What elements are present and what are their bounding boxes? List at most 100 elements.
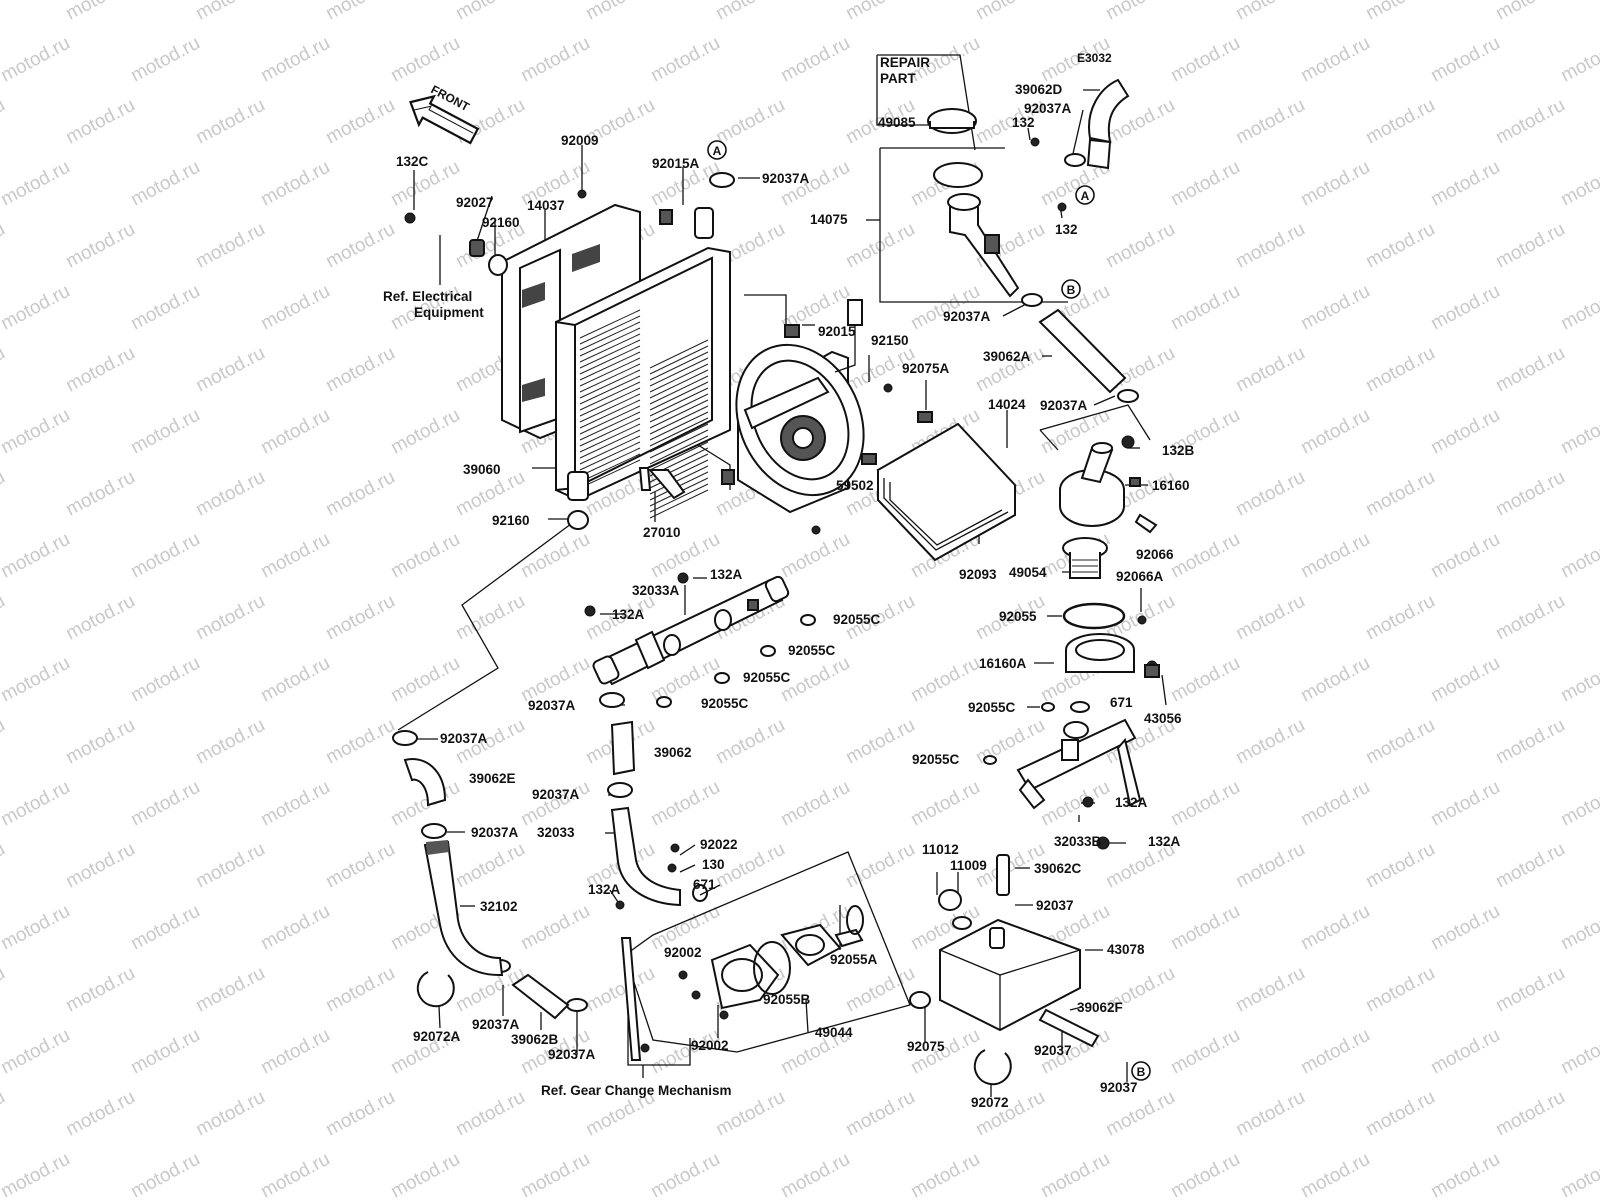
part-label: 39062F — [1077, 1000, 1123, 1015]
watermark-text: motod.ru — [1297, 33, 1373, 87]
watermark-text: motod.ru — [0, 219, 9, 273]
hose-39062d — [1088, 78, 1130, 144]
watermark-text: motod.ru — [322, 0, 398, 24]
radiator-fin — [579, 339, 641, 369]
watermark-text: motod.ru — [127, 777, 203, 831]
radiator-fin — [649, 417, 709, 447]
part-label: 39062A — [983, 349, 1031, 364]
fan-assembly — [638, 209, 865, 514]
radiator-cap — [927, 108, 977, 134]
watermark-text: motod.ru — [1232, 343, 1308, 397]
watermark-text: motod.ru — [907, 777, 983, 831]
watermark-text: motod.ru — [517, 901, 593, 955]
watermark-text: motod.ru — [582, 963, 658, 1017]
radiator-fin — [579, 417, 641, 447]
watermark-text: motod.ru — [907, 1149, 983, 1200]
watermark-text: motod.ru — [192, 839, 268, 893]
radiator-fin — [649, 423, 709, 453]
watermark-text: motod.ru — [257, 901, 333, 955]
part-label: 132A — [1148, 834, 1181, 849]
watermark-text: motod.ru — [1362, 715, 1438, 769]
part-label: 16160 — [1152, 478, 1190, 493]
svg-text:A: A — [713, 144, 722, 158]
radiator-fin — [579, 399, 641, 429]
watermark-text: motod.ru — [1297, 1149, 1373, 1200]
watermark-text: motod.ru — [257, 33, 333, 87]
watermark-text: motod.ru — [257, 653, 333, 707]
watermark-text: motod.ru — [517, 777, 593, 831]
watermark-text: motod.ru — [777, 33, 853, 87]
watermark-text: motod.ru — [1297, 777, 1373, 831]
radiator-fin — [579, 333, 641, 363]
small-o-rings — [656, 614, 1090, 902]
watermark-text: motod.ru — [0, 281, 74, 335]
watermark-text: motod.ru — [842, 0, 918, 24]
radiator-fin — [579, 369, 641, 399]
watermark-text: motod.ru — [192, 0, 268, 24]
watermark-text: motod.ru — [0, 405, 74, 459]
part-label: 132 — [1012, 115, 1035, 130]
text-labels: E3032 FRONT REPAIR PART Ref. Electrical … — [383, 51, 1195, 1110]
part-label: 92075 — [907, 1039, 945, 1054]
radiator-fin — [649, 429, 709, 459]
watermark-text: motod.ru — [1427, 653, 1503, 707]
watermark-text: motod.ru — [1232, 591, 1308, 645]
o-ring-92055 — [1062, 602, 1126, 630]
radiator-fin — [649, 405, 709, 435]
watermark-text: motod.ru — [1167, 157, 1243, 211]
watermark-text: motod.ru — [1427, 33, 1503, 87]
part-label: 92037A — [440, 731, 488, 746]
part-label: 92002 — [664, 945, 702, 960]
radiator-fin — [579, 381, 641, 411]
watermark-text: motod.ru — [62, 467, 138, 521]
watermark-text: motod.ru — [0, 1087, 9, 1141]
radiator-fin — [649, 339, 709, 369]
part-label: 39062 — [654, 745, 692, 760]
watermark-text: motod.ru — [322, 963, 398, 1017]
part-label: 92055B — [763, 992, 811, 1007]
watermark-text: motod.ru — [1297, 653, 1373, 707]
watermark-text: motod.ru — [712, 95, 788, 149]
part-label: 92037A — [1024, 101, 1072, 116]
ref-gear-change: Ref. Gear Change Mechanism — [541, 1083, 732, 1098]
watermark-text: motod.ru — [842, 963, 918, 1017]
watermark-text: motod.ru — [1427, 777, 1503, 831]
watermark-text: motod.ru — [582, 0, 658, 24]
watermark-text: motod.ru — [647, 777, 723, 831]
svg-text:B: B — [1067, 283, 1076, 297]
radiator-fin — [649, 387, 709, 417]
watermark-text: motod.ru — [1557, 653, 1600, 707]
watermark-text: motod.ru — [907, 653, 983, 707]
watermark-text: motod.ru — [1167, 1149, 1243, 1200]
watermark-text: motod.ru — [0, 591, 9, 645]
part-label: 92015A — [652, 156, 700, 171]
watermark-text: motod.ru — [1297, 529, 1373, 583]
part-label: 11009 — [950, 858, 987, 873]
part-label: 32033 — [537, 825, 575, 840]
hose-32102-corrugation — [426, 840, 449, 855]
part-label: 92066 — [1136, 547, 1174, 562]
watermark-text: motod.ru — [517, 33, 593, 87]
watermark-text: motod.ru — [0, 343, 9, 397]
radiator-fin — [579, 315, 641, 345]
watermark-text: motod.ru — [1427, 1025, 1503, 1079]
callout-b-top: B — [1061, 279, 1081, 299]
watermark-text: motod.ru — [387, 405, 463, 459]
watermark-text: motod.ru — [192, 715, 268, 769]
gear-change-bolt — [620, 937, 642, 1061]
watermark-text: motod.ru — [322, 591, 398, 645]
watermark-text: motod.ru — [257, 281, 333, 335]
watermark-text: motod.ru — [322, 467, 398, 521]
radiator-fin — [579, 405, 641, 435]
part-label: 92160 — [492, 513, 530, 528]
part-label: 92037 — [1036, 898, 1074, 913]
watermark-text: motod.ru — [1362, 95, 1438, 149]
watermark-text: motod.ru — [0, 715, 9, 769]
radiator-fin — [649, 393, 709, 423]
part-label: 92072A — [413, 1029, 461, 1044]
part-label: 92002 — [691, 1038, 729, 1053]
watermark-text: motod.ru — [712, 0, 788, 24]
radiator-fin — [579, 429, 641, 459]
pipe-32033b — [1016, 664, 1160, 810]
watermark-text: motod.ru — [1492, 591, 1568, 645]
